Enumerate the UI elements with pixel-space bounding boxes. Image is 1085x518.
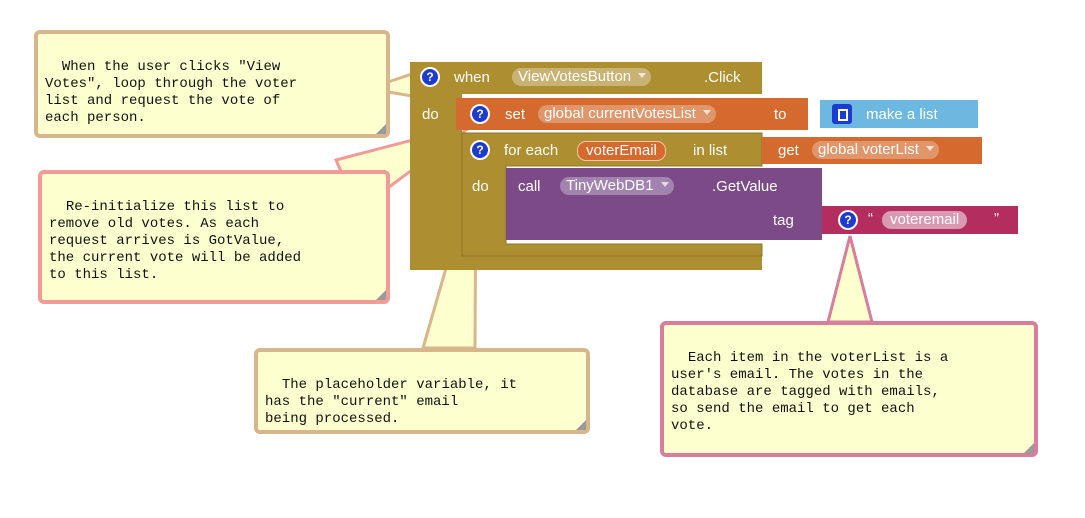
button-dropdown[interactable]: ViewVotesButton bbox=[512, 68, 652, 86]
help-icon[interactable]: ? bbox=[420, 67, 440, 87]
component-dropdown[interactable]: TinyWebDB1 bbox=[560, 177, 674, 195]
loop-variable[interactable]: voterEmail bbox=[577, 141, 666, 161]
comment-when-click[interactable]: When the user clicks "View Votes", loop … bbox=[34, 30, 390, 138]
variable-dropdown[interactable]: global currentVotesList bbox=[538, 105, 716, 123]
resize-handle-icon[interactable] bbox=[376, 290, 386, 300]
when-label: when bbox=[454, 69, 490, 86]
help-icon[interactable]: ? bbox=[470, 140, 490, 160]
do2-label: do bbox=[472, 178, 489, 195]
comment-reinit[interactable]: Re-initialize this list to remove old vo… bbox=[38, 170, 390, 304]
comment-text: When the user clicks "View Votes", loop … bbox=[45, 59, 298, 126]
make-list-label: make a list bbox=[866, 106, 938, 123]
chevron-down-icon bbox=[638, 73, 647, 78]
set-label: set bbox=[505, 106, 526, 123]
resize-handle-icon[interactable] bbox=[576, 420, 586, 430]
get-label: get bbox=[778, 142, 799, 159]
voterlist-dropdown[interactable]: global voterList bbox=[812, 141, 939, 159]
list-icon bbox=[832, 104, 852, 124]
comment-placeholder[interactable]: The placeholder variable, it has the "cu… bbox=[254, 348, 590, 434]
resize-handle-icon[interactable] bbox=[376, 124, 386, 134]
in-list-label: in list bbox=[693, 142, 728, 159]
make-list-block[interactable] bbox=[820, 100, 978, 128]
comment-text: Each item in the voterList is a user's e… bbox=[671, 350, 949, 434]
for-each-label: for each bbox=[504, 142, 559, 159]
chevron-down-icon bbox=[925, 146, 934, 151]
comment-text: Re-initialize this list to remove old vo… bbox=[49, 199, 302, 283]
help-icon[interactable]: ? bbox=[838, 210, 858, 230]
help-icon[interactable]: ? bbox=[470, 104, 490, 124]
chevron-down-icon bbox=[702, 110, 711, 115]
comment-text: The placeholder variable, it has the "cu… bbox=[265, 377, 518, 427]
tag-label: tag bbox=[773, 212, 794, 229]
event-label: .Click bbox=[704, 69, 741, 86]
quote-close: ” bbox=[994, 210, 999, 227]
do-label: do bbox=[422, 106, 439, 123]
call-label: call bbox=[518, 178, 541, 195]
chevron-down-icon bbox=[660, 182, 669, 187]
text-value-field[interactable]: voteremail bbox=[882, 211, 968, 229]
quote-open: “ bbox=[868, 210, 873, 227]
comment-voterlist[interactable]: Each item in the voterList is a user's e… bbox=[660, 321, 1038, 457]
resize-handle-icon[interactable] bbox=[1024, 443, 1034, 453]
to-label: to bbox=[774, 106, 787, 123]
method-label: .GetValue bbox=[712, 178, 778, 195]
